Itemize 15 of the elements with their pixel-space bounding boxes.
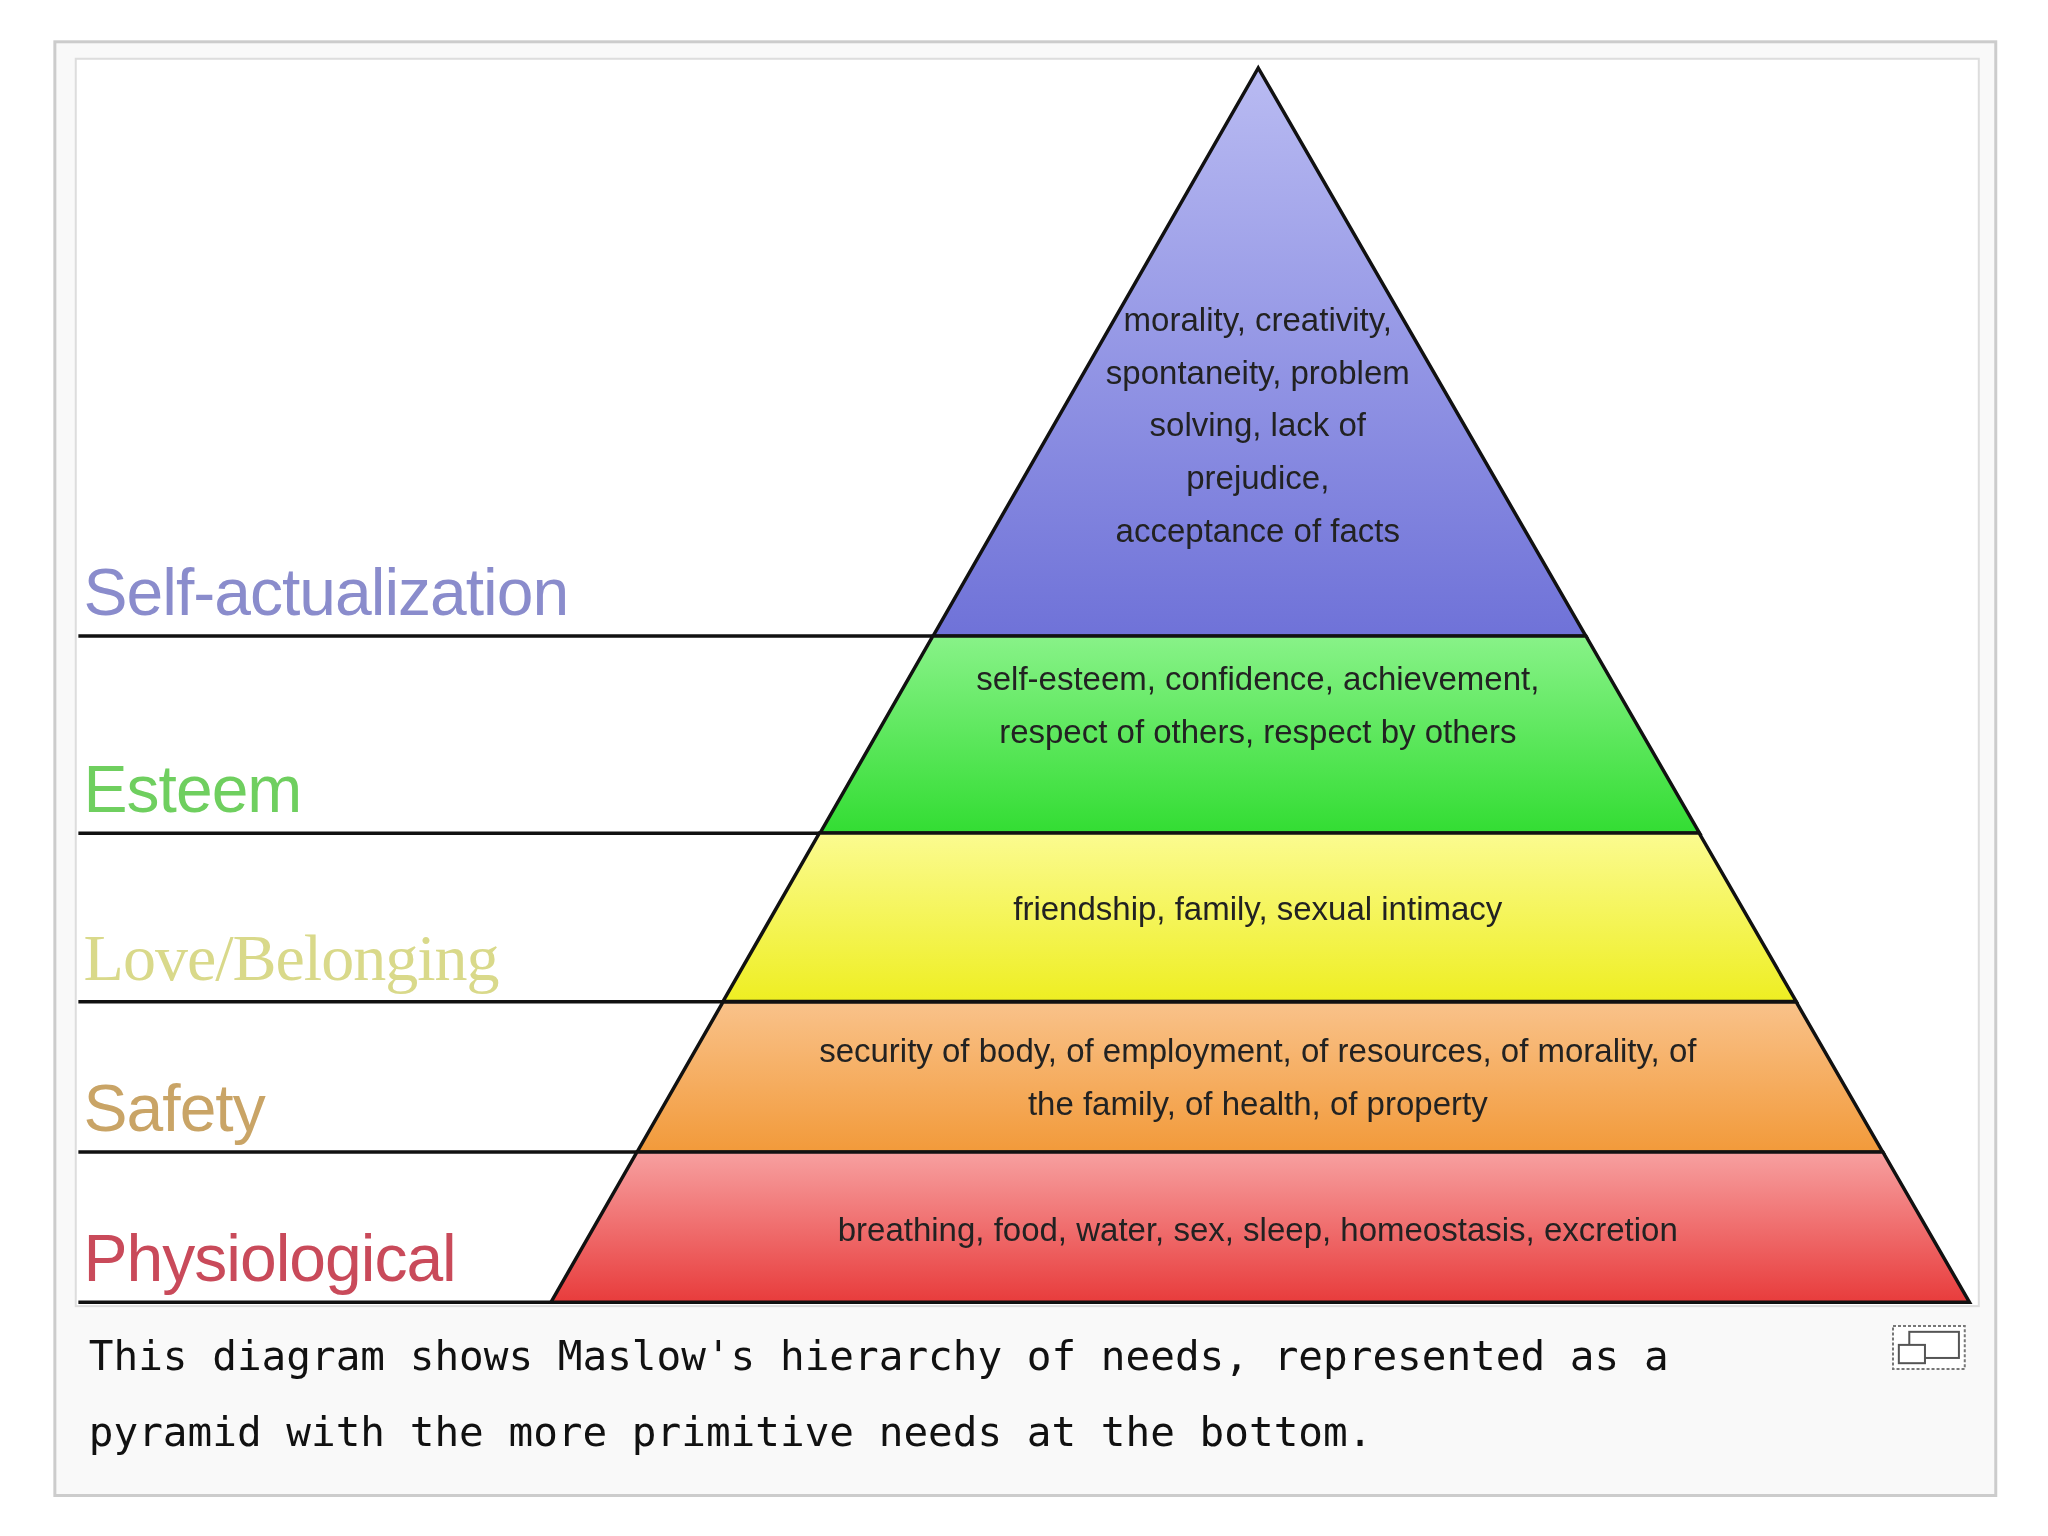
level-name: Love/Belonging: [83, 919, 499, 996]
level-name: Safety: [83, 1069, 265, 1146]
caption: This diagram shows Maslow's hierarchy of needs, represented as a pyramid with the more primitive needs at the bottom.: [88, 1331, 1670, 1458]
pyramid-level: [723, 833, 1797, 1002]
pyramid-level: [819, 636, 1700, 834]
pyramid-level: [637, 1001, 1883, 1152]
level-description: breathing, food, water, sex, sleep, homeostasis, excretion: [836, 1210, 1679, 1251]
level-name: Self-actualization: [83, 553, 569, 630]
level-description: morality, creativity, spontaneity, problem solving, lack of prejudice, acceptance of facts: [1104, 299, 1411, 552]
level-description: self-esteem, confidence, achievement, respect of others, respect by others: [975, 659, 1541, 752]
pyramid-level: [551, 1152, 1970, 1303]
level-description: security of body, of employment, of resources, of morality, of the family, of health, of property: [818, 1031, 1698, 1125]
level-description: friendship, family, sexual intimacy: [1012, 888, 1504, 929]
level-name: Esteem: [83, 751, 302, 827]
level-name: Physiological: [83, 1219, 456, 1296]
